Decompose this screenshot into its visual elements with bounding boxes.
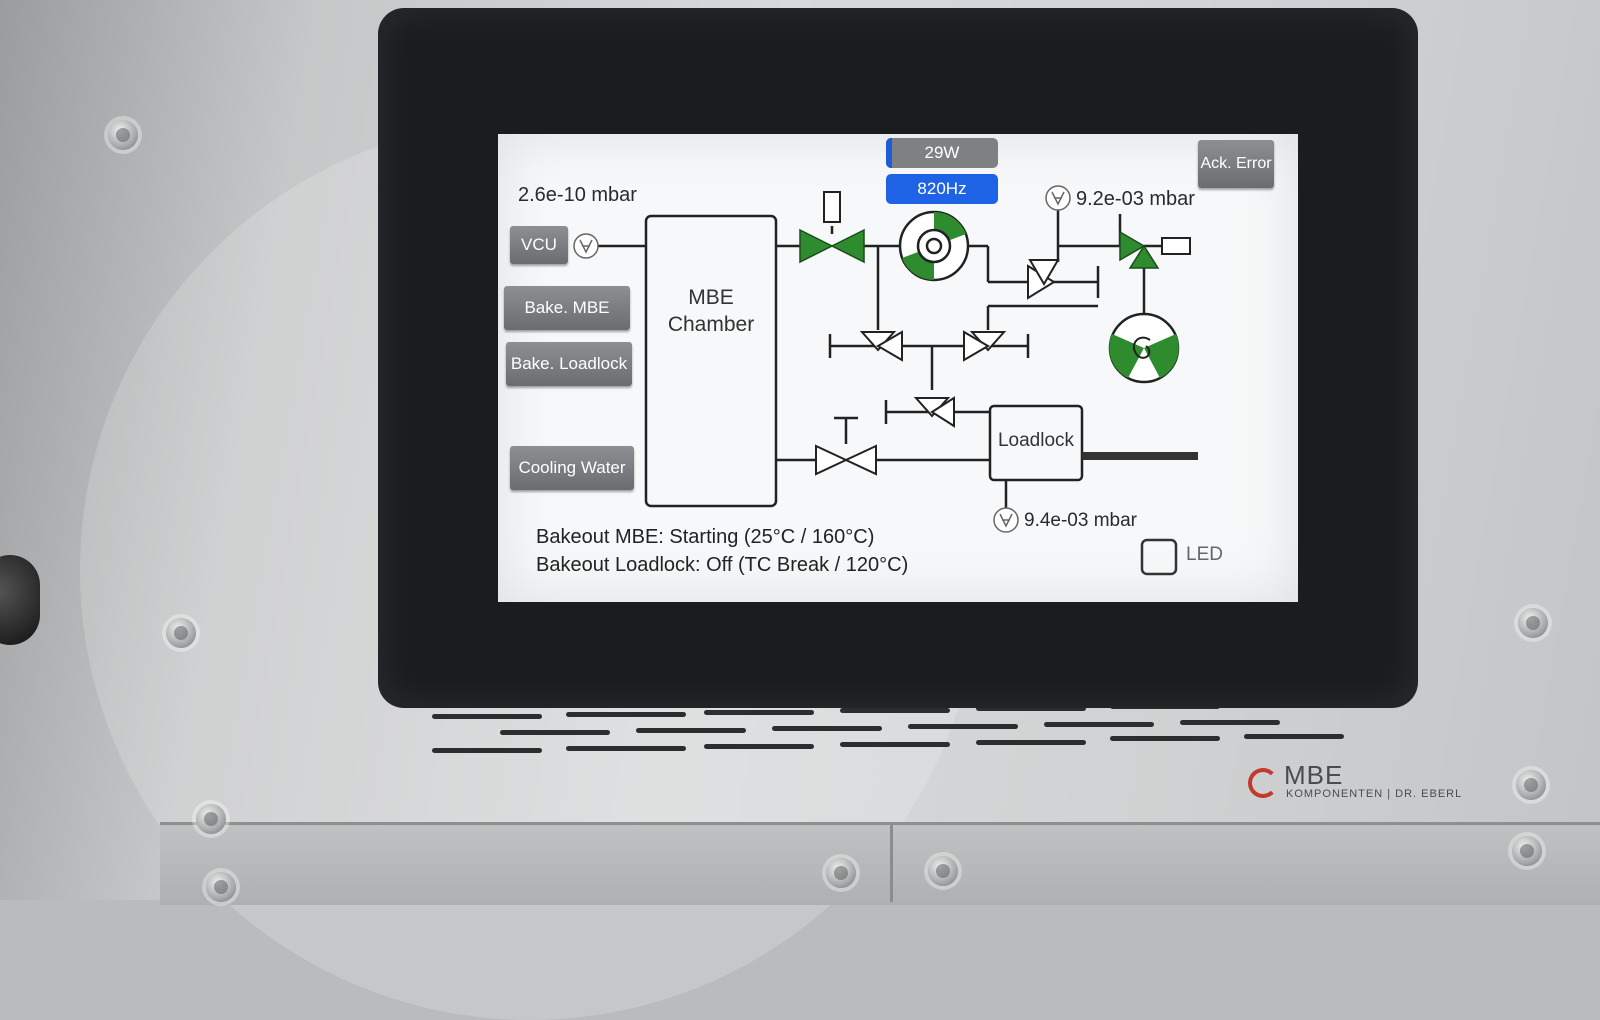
screw-icon <box>206 872 236 902</box>
led-label: LED <box>1186 544 1223 565</box>
foreline-pressure-readout: 9.2e-03 mbar <box>1076 188 1195 210</box>
brand-ring-icon <box>1248 768 1278 798</box>
turbo-frequency-readout: 820Hz <box>886 174 998 204</box>
screw-icon <box>1512 836 1542 866</box>
screw-icon <box>928 856 958 886</box>
foreline-valve-open-icon <box>1119 230 1191 269</box>
bake-loadlock-button[interactable]: Bake. Loadlock <box>506 342 632 386</box>
led-checkbox[interactable] <box>1140 538 1178 576</box>
screw-icon <box>826 858 856 888</box>
valve-closed-icon <box>913 396 955 428</box>
cooling-water-button[interactable]: Cooling Water <box>510 446 634 490</box>
gauge-icon <box>1045 185 1071 211</box>
bakeout-loadlock-status: Bakeout Loadlock: Off (TC Break / 120°C) <box>536 554 909 576</box>
loadlock-label: Loadlock <box>997 430 1075 451</box>
turbo-power-readout: 29W <box>886 138 998 168</box>
turbo-pump-icon <box>898 210 970 282</box>
closed-valves <box>815 259 1060 476</box>
turbo-power-bar <box>886 138 892 168</box>
mbe-chamber-label: MBE Chamber <box>667 286 755 336</box>
screw-icon <box>1518 608 1548 638</box>
valve-closed-icon <box>859 330 903 362</box>
mbe-chamber-box <box>644 214 778 508</box>
scroll-pump-icon <box>1108 312 1180 384</box>
vacuum-schematic <box>573 185 1198 576</box>
bakeout-mbe-status: Bakeout MBE: Starting (25°C / 160°C) <box>536 526 875 548</box>
valve-closed-icon <box>1027 259 1060 300</box>
screw-icon <box>1516 770 1546 800</box>
ack-error-button[interactable]: Ack. Error <box>1198 140 1274 188</box>
lower-panel <box>160 822 1600 905</box>
panel-seam <box>890 822 893 902</box>
brand-name: MBE <box>1284 760 1344 790</box>
gauge-icon <box>993 507 1019 533</box>
vcu-pressure-readout: 2.6e-10 mbar <box>518 184 637 206</box>
screw-icon <box>166 618 196 648</box>
side-knob <box>0 555 40 645</box>
hmi-screen: 2.6e-10 mbar 9.2e-03 mbar 9.4e-03 mbar 2… <box>498 134 1298 602</box>
turbo-power-label: 29W <box>924 143 960 162</box>
loadlock-pressure-readout: 9.4e-03 mbar <box>1024 510 1138 531</box>
gauge-icon <box>573 233 599 259</box>
loadlock-box <box>988 404 1084 482</box>
valve-closed-icon <box>963 330 1007 362</box>
brand-subtitle: KOMPONENTEN | DR. EBERL <box>1286 788 1463 800</box>
screw-icon <box>108 120 138 150</box>
bake-mbe-button[interactable]: Bake. MBE <box>504 286 630 330</box>
vcu-button[interactable]: VCU <box>510 226 568 264</box>
valve-closed-icon <box>815 444 877 476</box>
gate-valve-open-icon <box>799 191 865 264</box>
screw-icon <box>196 804 226 834</box>
